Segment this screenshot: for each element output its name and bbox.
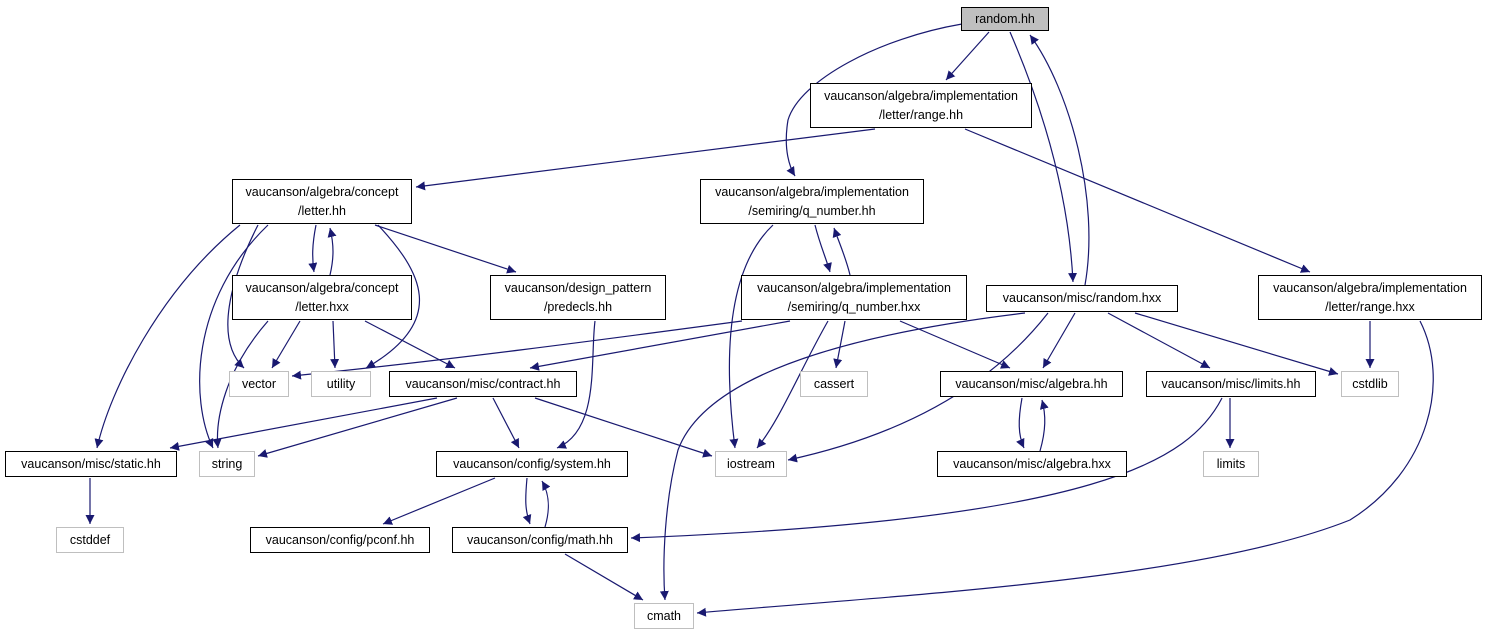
edge-system-hh-to-math-hh	[522, 477, 532, 525]
edge-algebra-hh-to-algebra-hxx	[1016, 397, 1025, 449]
node-random-hxx[interactable]: vaucanson/misc/random.hxx	[986, 285, 1178, 312]
node-q-number-hxx[interactable]: vaucanson/algebra/implementation /semiri…	[741, 275, 967, 320]
node-q-number-hh[interactable]: vaucanson/algebra/implementation /semiri…	[700, 179, 924, 224]
edge-q-number-hxx-to-q-number-hh	[832, 227, 851, 276]
node-letter-hh[interactable]: vaucanson/algebra/concept /letter.hh	[232, 179, 412, 224]
node-letter-hxx[interactable]: vaucanson/algebra/concept /letter.hxx	[232, 275, 412, 320]
edge-limits-hh-to-math-hh	[630, 397, 1223, 543]
node-utility: utility	[311, 371, 371, 397]
edge-letter-hh-to-string	[199, 224, 269, 449]
edge-letter-hh-to-utility	[365, 224, 421, 369]
edge-random-hxx-to-algebra-hh	[1042, 312, 1076, 369]
edge-q-number-hh-to-q-number-hxx	[814, 224, 832, 273]
edge-letter-hh-to-predecls-hh	[374, 224, 517, 274]
node-pconf-hh[interactable]: vaucanson/config/pconf.hh	[250, 527, 430, 553]
edge-q-number-hxx-to-cassert	[833, 320, 846, 369]
node-algebra-hh[interactable]: vaucanson/misc/algebra.hh	[940, 371, 1123, 397]
edge-q-number-hh-to-iostream	[728, 224, 774, 449]
edge-letter-hxx-to-utility	[330, 320, 340, 369]
edge-range-hxx-to-cmath	[696, 320, 1434, 617]
edge-predecls-hh-to-system-hh	[556, 320, 596, 449]
edge-q-number-hxx-to-contract-hh	[529, 320, 791, 371]
node-vector: vector	[229, 371, 289, 397]
edge-contract-hh-to-static-hh	[169, 397, 438, 451]
edge-math-hh-to-system-hh	[541, 480, 551, 528]
edge-math-hh-to-cmath	[564, 553, 644, 601]
node-random-hh: random.hh	[961, 7, 1049, 31]
edge-random-hxx-to-limits-hh	[1107, 312, 1211, 369]
node-cmath: cmath	[634, 603, 694, 629]
edge-letter-hh-to-letter-hxx	[308, 224, 318, 273]
edge-contract-hh-to-system-hh	[492, 397, 520, 449]
node-predecls-hh[interactable]: vaucanson/design_pattern /predecls.hh	[490, 275, 666, 320]
edge-range-hh-to-letter-hh	[415, 128, 876, 191]
edge-random-hxx-to-cmath	[659, 312, 1026, 601]
node-contract-hh[interactable]: vaucanson/misc/contract.hh	[389, 371, 577, 397]
edge-random-hxx-to-iostream	[787, 312, 1049, 463]
edge-random-hxx-to-cstdlib	[1134, 312, 1339, 376]
node-algebra-hxx[interactable]: vaucanson/misc/algebra.hxx	[937, 451, 1127, 477]
edge-algebra-hxx-to-algebra-hh	[1039, 399, 1049, 452]
edge-letter-hxx-to-letter-hh	[327, 227, 337, 276]
edge-random-hh-to-random-hxx	[1009, 31, 1078, 283]
node-iostream: iostream	[715, 451, 787, 477]
node-range-hxx[interactable]: vaucanson/algebra/implementation /letter…	[1258, 275, 1482, 320]
edge-system-hh-to-pconf-hh	[382, 477, 496, 525]
node-math-hh[interactable]: vaucanson/config/math.hh	[452, 527, 628, 553]
node-limits-hh[interactable]: vaucanson/misc/limits.hh	[1146, 371, 1316, 397]
edge-random-hxx-to-random-hh	[1029, 34, 1090, 286]
edge-contract-hh-to-iostream	[534, 397, 713, 458]
edge-q-number-hxx-to-vector	[291, 320, 743, 380]
edge-random-hh-to-q-number-hh	[785, 23, 963, 177]
edge-random-hh-to-range-hh	[945, 31, 990, 81]
node-system-hh[interactable]: vaucanson/config/system.hh	[436, 451, 628, 477]
edge-letter-hh-to-static-hh	[94, 224, 241, 449]
edge-letter-hh-to-vector	[227, 224, 259, 369]
edge-letter-hxx-to-vector	[271, 320, 301, 369]
node-static-hh[interactable]: vaucanson/misc/static.hh	[5, 451, 177, 477]
node-limits: limits	[1203, 451, 1259, 477]
node-cstddef: cstddef	[56, 527, 124, 553]
edge-q-number-hxx-to-iostream	[756, 320, 829, 449]
edge-contract-hh-to-string	[257, 397, 458, 458]
edge-range-hh-to-range-hxx	[964, 128, 1311, 273]
node-cassert: cassert	[800, 371, 868, 397]
node-range-hh[interactable]: vaucanson/algebra/implementation /letter…	[810, 83, 1032, 128]
node-cstdlib: cstdlib	[1341, 371, 1399, 397]
edge-letter-hxx-to-string	[212, 320, 269, 449]
node-string: string	[199, 451, 255, 477]
